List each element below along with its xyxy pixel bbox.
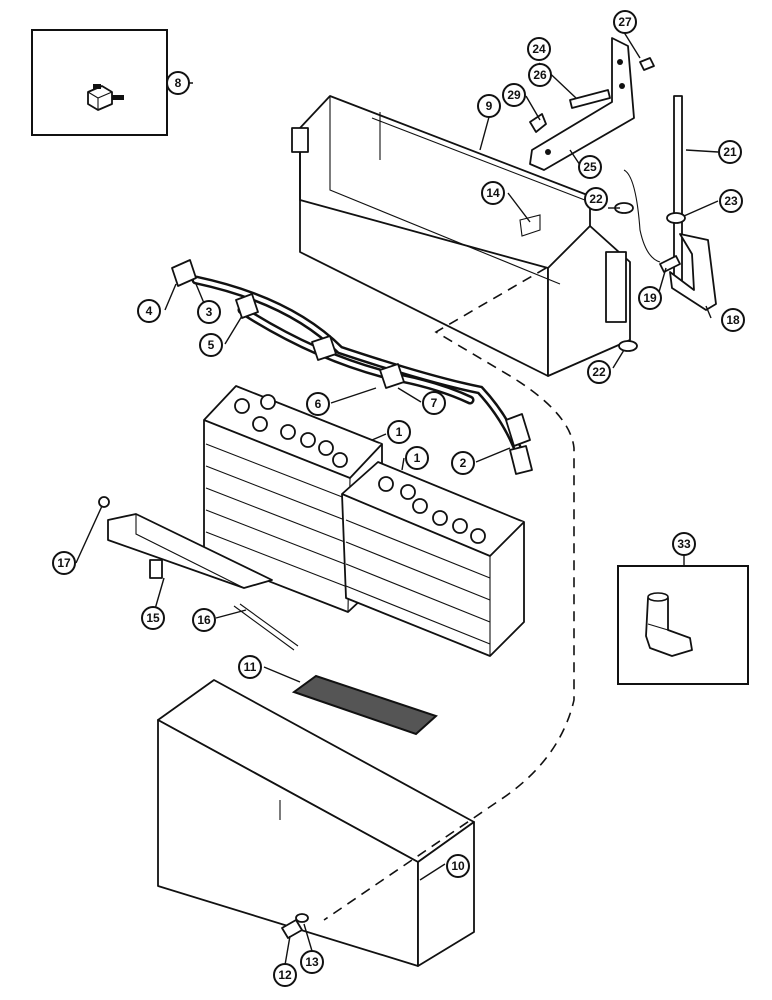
svg-text:4: 4 [146,304,153,318]
svg-text:1: 1 [396,425,403,439]
callout-33: 33 [672,532,696,556]
svg-text:11: 11 [244,660,257,674]
svg-text:12: 12 [278,968,292,982]
callout-9: 9 [477,94,501,118]
callout-16: 16 [192,608,216,632]
callout-8: 8 [166,71,190,95]
callout-22b: 22 [587,360,611,384]
svg-text:22: 22 [589,192,603,206]
callout-29: 29 [502,83,526,107]
svg-text:16: 16 [197,613,211,627]
svg-text:21: 21 [723,145,737,159]
svg-text:23: 23 [724,194,738,208]
svg-text:14: 14 [486,186,500,200]
callout-23: 23 [719,189,743,213]
callout-3: 3 [197,300,221,324]
assembly-path [323,267,575,921]
battery-right [341,461,525,657]
svg-text:9: 9 [486,99,493,113]
svg-text:5: 5 [208,338,215,352]
inset-part-33 [617,565,749,685]
svg-text:8: 8 [175,76,182,90]
svg-text:25: 25 [583,160,597,174]
hold-down-rod-clamp [614,95,717,352]
callout-5: 5 [199,333,223,357]
callout-27: 27 [613,10,637,34]
svg-text:3: 3 [206,305,213,319]
callout-10: 10 [446,854,470,878]
hold-down-bracket [529,37,655,171]
callout-17: 17 [52,551,76,575]
callout-13: 13 [300,950,324,974]
callout-4: 4 [137,299,161,323]
svg-text:17: 17 [57,556,71,570]
svg-text:7: 7 [431,396,438,410]
screw-and-washer [281,913,309,939]
callout-14: 14 [481,181,505,205]
svg-text:33: 33 [677,537,691,551]
battery-clamp-bracket [98,496,299,651]
svg-text:26: 26 [533,68,547,82]
battery-tray [291,95,631,377]
svg-text:13: 13 [305,955,319,969]
battery-cover [157,679,475,967]
inset-part-8 [31,29,168,136]
callout-26: 26 [528,63,552,87]
battery-cables [171,259,533,475]
svg-text:29: 29 [507,88,521,102]
callout-18: 18 [721,308,745,332]
callout-24: 24 [527,37,551,61]
svg-text:2: 2 [460,456,467,470]
svg-text:18: 18 [726,313,740,327]
svg-text:15: 15 [146,611,160,625]
callout-19: 19 [638,286,662,310]
callout-6: 6 [306,392,330,416]
svg-text:22: 22 [592,365,606,379]
battery-left [203,385,383,613]
svg-text:27: 27 [618,15,632,29]
callout-12: 12 [273,963,297,987]
svg-text:6: 6 [315,397,322,411]
callout-2: 2 [451,451,475,475]
callout-7: 7 [422,391,446,415]
callout-25: 25 [578,155,602,179]
svg-text:19: 19 [643,291,657,305]
callout-15: 15 [141,606,165,630]
svg-text:10: 10 [451,859,465,873]
svg-text:1: 1 [414,451,421,465]
svg-text:24: 24 [532,42,546,56]
callout-1b: 1 [405,446,429,470]
battery-pad [291,674,438,736]
callout-1a: 1 [387,420,411,444]
callout-11: 11 [238,655,262,679]
callout-21: 21 [718,140,742,164]
callout-22a: 22 [584,187,608,211]
